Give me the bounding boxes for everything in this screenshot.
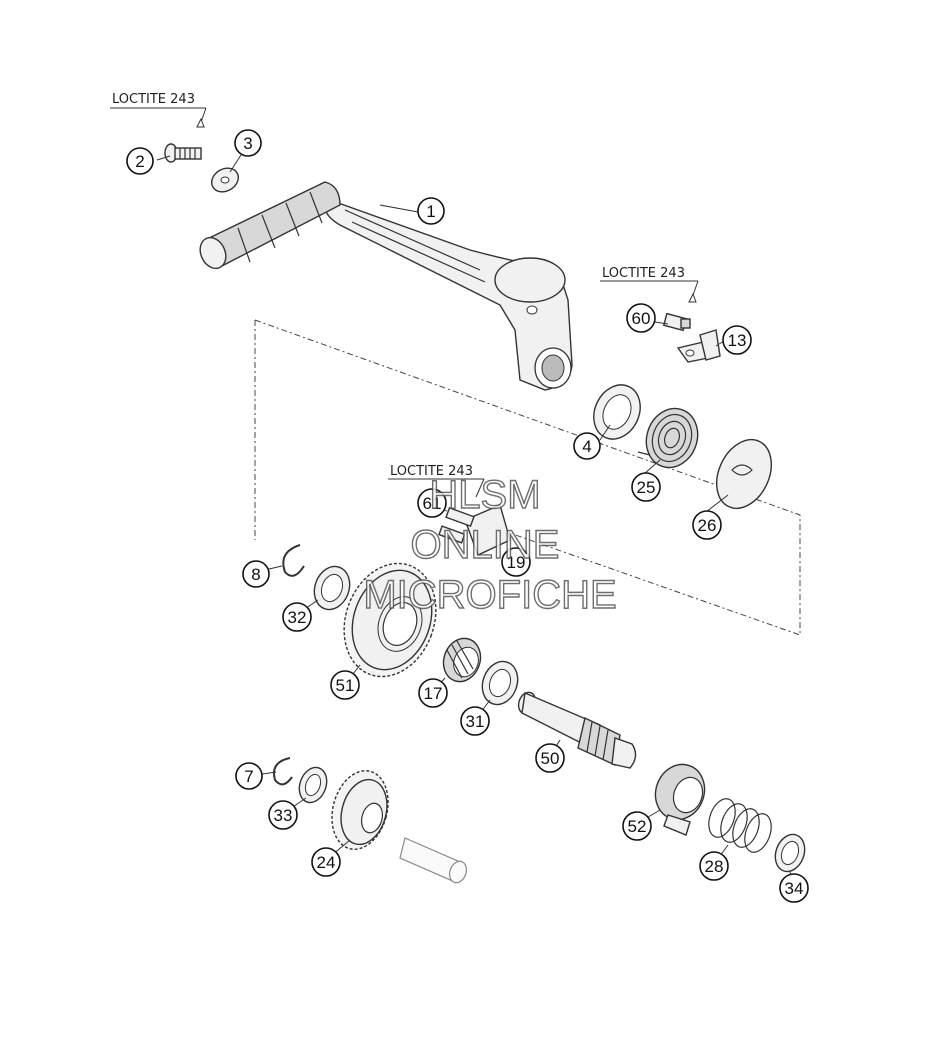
watermark-line-2: ONLINE <box>411 523 560 567</box>
part-screw-2 <box>164 143 202 163</box>
callout-17: 17 <box>418 678 448 708</box>
callout-number: 32 <box>288 608 307 627</box>
part-circlip-8 <box>282 544 305 577</box>
loctite-leader-3 <box>388 478 485 498</box>
callout-13: 13 <box>722 325 752 355</box>
callout-4: 4 <box>573 432 601 460</box>
part-circlip-7 <box>273 757 293 786</box>
callout-number: 26 <box>698 516 717 535</box>
callout-32: 32 <box>282 602 312 632</box>
loctite-leader-2 <box>600 280 699 303</box>
callout-50: 50 <box>535 743 565 773</box>
callout-61: 61 <box>417 488 447 518</box>
callout-number: 31 <box>466 712 485 731</box>
part-spring-25 <box>637 407 699 469</box>
part-disc-26 <box>716 439 772 509</box>
part-washer-32 <box>313 565 351 611</box>
callout-number: 7 <box>244 767 253 786</box>
callout-number: 4 <box>582 437 591 456</box>
part-screw-60 <box>662 312 691 332</box>
part-bracket-13 <box>676 329 721 363</box>
part-ratchet-52 <box>654 763 706 836</box>
callout-34: 34 <box>779 873 809 903</box>
callout-52: 52 <box>622 811 652 841</box>
part-kickstarter-lever-1 <box>199 181 573 391</box>
callout-number: 8 <box>251 565 260 584</box>
callout-number: 25 <box>637 478 656 497</box>
part-pin <box>399 837 468 884</box>
part-washer-34 <box>774 833 806 873</box>
callout-number: 50 <box>541 749 560 768</box>
callout-1: 1 <box>417 197 445 225</box>
callout-8: 8 <box>242 560 270 588</box>
callout-number: 13 <box>728 331 747 350</box>
callout-number: 51 <box>336 676 355 695</box>
part-washer-3 <box>210 167 240 193</box>
loctite-leader-1 <box>110 107 207 128</box>
loctite-label: LOCTITE 243 <box>112 92 195 107</box>
assembly-outline <box>254 319 801 636</box>
callout-33: 33 <box>268 800 298 830</box>
callout-number: 33 <box>274 806 293 825</box>
callout-7: 7 <box>235 762 263 790</box>
callout-number: 61 <box>423 494 442 513</box>
part-washer-33 <box>298 766 328 804</box>
part-gear-51 <box>343 562 437 678</box>
callout-31: 31 <box>460 706 490 736</box>
callout-3: 3 <box>234 129 262 157</box>
callout-19: 19 <box>501 547 531 577</box>
watermark-line-3: MICROFICHE <box>363 573 616 617</box>
watermark-line-1: HLSM <box>429 473 540 517</box>
callout-number: 34 <box>785 879 804 898</box>
watermark: HLSM ONLINE MICROFICHE <box>363 472 618 617</box>
callout-number: 52 <box>628 817 647 836</box>
part-gear-24 <box>331 770 389 850</box>
part-washer-4 <box>593 384 641 440</box>
part-shaft-50 <box>517 691 637 769</box>
loctite-label: LOCTITE 243 <box>602 266 685 281</box>
callout-2: 2 <box>126 147 154 175</box>
callout-26: 26 <box>692 510 722 540</box>
loctite-label: LOCTITE 243 <box>390 464 473 479</box>
part-spring-28 <box>708 798 772 853</box>
part-washer-31 <box>481 660 519 706</box>
part-needle-bearing-17 <box>442 637 482 683</box>
callout-51: 51 <box>330 670 360 700</box>
callout-24: 24 <box>311 847 341 877</box>
callout-number: 3 <box>243 134 252 153</box>
callout-60: 60 <box>626 303 656 333</box>
callout-number: 17 <box>424 684 443 703</box>
part-bracket-19 <box>438 504 511 556</box>
callout-number: 19 <box>507 553 526 572</box>
callout-number: 1 <box>426 202 435 221</box>
callout-28: 28 <box>699 851 729 881</box>
callout-number: 28 <box>705 857 724 876</box>
callout-number: 2 <box>135 152 144 171</box>
callout-25: 25 <box>631 472 661 502</box>
callout-number: 24 <box>317 853 336 872</box>
callout-number: 60 <box>632 309 651 328</box>
